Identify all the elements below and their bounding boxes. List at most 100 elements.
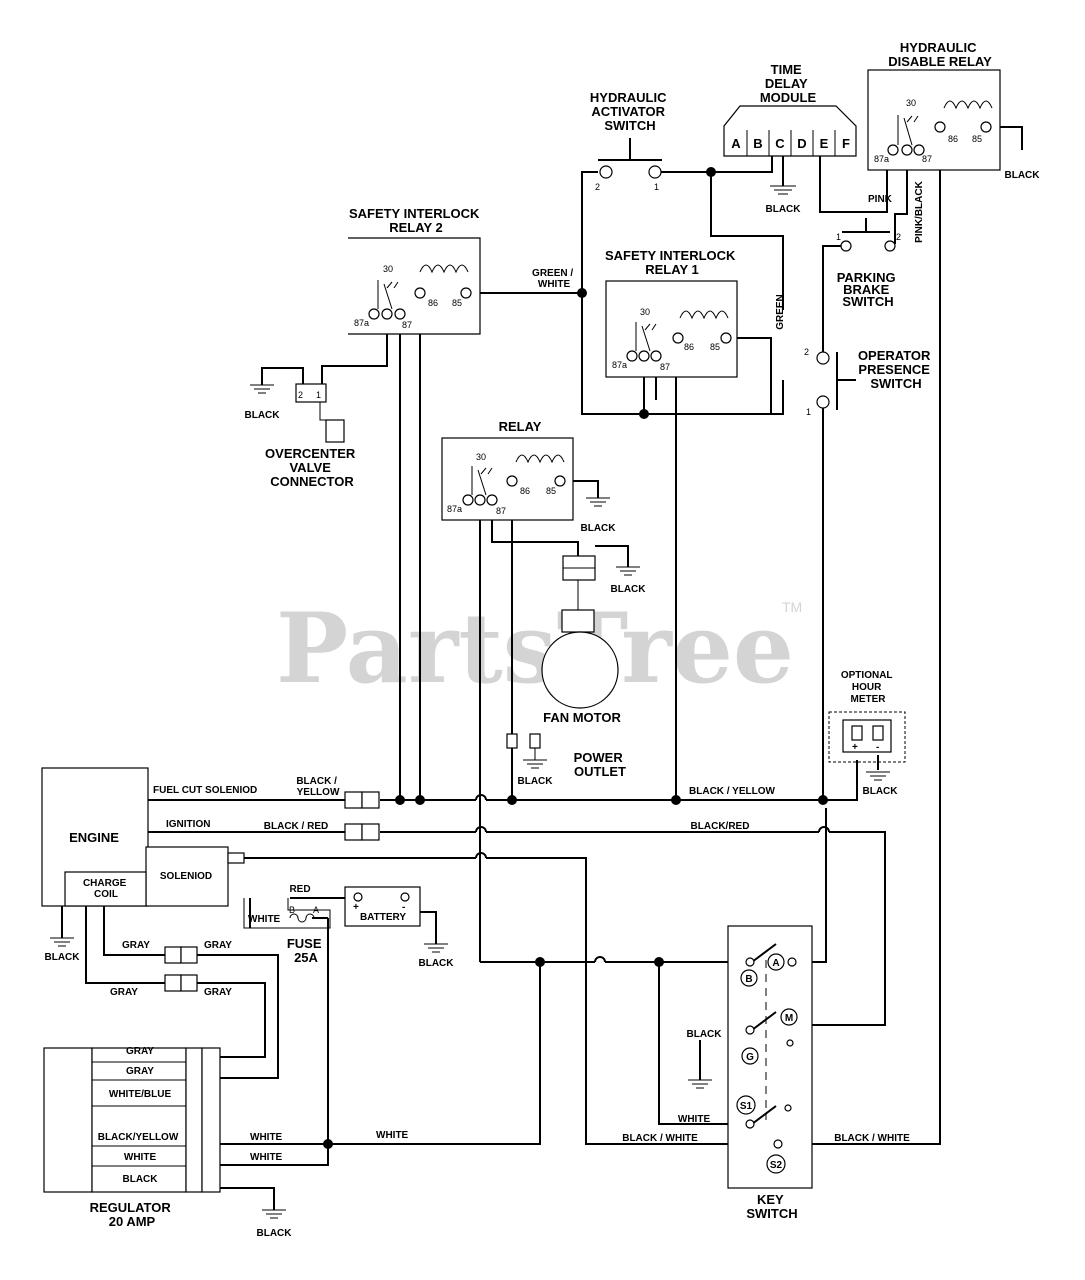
wire-label-white: WHITE	[250, 1152, 283, 1163]
hour-meter-terminal	[851, 725, 863, 741]
relay-contact-icon	[897, 115, 919, 146]
wire-black-red	[148, 831, 886, 1026]
solenoid-label: SOLENIOD	[160, 871, 212, 882]
fuse-holder-outline	[243, 898, 331, 929]
wire-solenoid-fuse	[249, 897, 345, 928]
time-delay-module-label-line1: TIME	[771, 62, 802, 77]
key-terminal-b-marker	[740, 969, 758, 987]
time-delay-module-label: TIME DELAY MODULE	[760, 62, 817, 105]
operator-presence-switch-label-line3: SWITCH	[870, 376, 921, 391]
wire-relay2-30-to-connector	[321, 316, 388, 388]
inline-connector	[361, 823, 380, 841]
key-terminal-m-marker	[780, 1008, 798, 1026]
safety-interlock-relay-2-label: SAFETY INTERLOCK RELAY 2	[349, 206, 483, 235]
switch-actuator-icon	[836, 352, 856, 410]
pin-87a-label: 87a	[612, 360, 627, 370]
switch-terminal	[816, 395, 830, 409]
battery-label: BATTERY	[360, 912, 406, 923]
wire-label-black: BLACK	[518, 776, 554, 787]
optional-hour-meter-label-line3: METER	[851, 694, 887, 705]
safety-interlock-relay-1: SAFETY INTERLOCK RELAY 1 30 87a 87 86 85	[605, 248, 738, 378]
fuse-and-battery: B A WHITE RED FUSE 25A + - BATTERY BLACK	[243, 884, 454, 969]
fuse-label: FUSE 25A	[287, 936, 325, 965]
wires	[61, 124, 1023, 1210]
wire-label-green-white-line2: WHITE	[538, 279, 571, 290]
relay-coil-icon	[943, 100, 993, 110]
hydraulic-activator-switch-label-line1: HYDRAULIC	[590, 90, 667, 105]
time-delay-module-label-line2: DELAY	[765, 76, 808, 91]
hydraulic-activator-switch: HYDRAULIC ACTIVATOR SWITCH 2 1	[590, 90, 667, 192]
regulator-plug	[185, 1047, 203, 1193]
inline-connectors	[164, 791, 380, 992]
wire-pink-black	[894, 158, 908, 244]
ignition-label: IGNITION	[166, 819, 210, 830]
wire-label-red: RED	[289, 884, 310, 895]
ground-icon	[586, 497, 610, 507]
switch-pin-2-label: 2	[595, 182, 600, 192]
inline-connector	[164, 974, 182, 992]
relay-contact-icon	[471, 466, 493, 496]
inline-connector	[180, 974, 198, 992]
relay-terminal	[934, 121, 946, 133]
regulator-plug	[201, 1047, 221, 1193]
wire-label-black-yellow-line1: BLACK /	[296, 776, 337, 787]
optional-hour-meter: OPTIONAL HOUR METER + - BLACK	[828, 670, 906, 797]
time-delay-module-box	[723, 105, 857, 157]
wire-label-black: BLACK	[611, 584, 647, 595]
parking-brake-switch: 1 2 PARKING BRAKE SWITCH	[836, 218, 901, 309]
relay-terminal	[474, 494, 486, 506]
regulator-pin-white: WHITE	[124, 1152, 157, 1163]
pin-87-label: 87	[660, 362, 670, 372]
power-outlet-label: POWER OUTLET	[574, 750, 627, 779]
watermark-brand: PartsTree	[276, 592, 794, 705]
wire-label-gray: GRAY	[122, 940, 150, 951]
inline-connector	[361, 791, 380, 809]
wire-label-black: BLACK	[45, 952, 81, 963]
fan-motor-label: FAN MOTOR	[543, 710, 621, 725]
key-terminal-s2: S2	[770, 1160, 783, 1171]
key-switch-contact	[745, 957, 755, 967]
key-switch-contact	[773, 1139, 783, 1149]
junction-dot	[323, 1139, 333, 1149]
operator-presence-switch-label-line1: OPERATOR	[858, 348, 931, 363]
hydraulic-activator-switch-label-line2: ACTIVATOR	[591, 104, 665, 119]
relay-terminal	[368, 308, 380, 320]
regulator-label-panel	[91, 1047, 187, 1193]
relay-terminal	[638, 350, 650, 362]
junction-dot	[507, 795, 517, 805]
wire-label-pink-black: PINK/BLACK	[914, 180, 925, 242]
relay-terminal	[460, 287, 472, 299]
battery-neg-label: -	[402, 902, 405, 913]
wire-relay1-85	[730, 337, 772, 414]
wire-label-white: WHITE	[250, 1132, 283, 1143]
module-terminal-c: C	[775, 136, 785, 151]
wire-label-green-white: GREEN / WHITE	[532, 268, 576, 290]
regulator-pin-gray-1: GRAY	[126, 1046, 154, 1057]
key-switch-contact	[745, 1119, 755, 1129]
pin-30-label: 30	[476, 452, 486, 462]
relay-terminal	[486, 494, 498, 506]
pin-86-label: 86	[684, 342, 694, 352]
hour-meter-dashed-outline	[828, 711, 906, 763]
ground-icon	[523, 748, 547, 769]
relay-terminal	[672, 332, 684, 344]
pin-87-label: 87	[496, 506, 506, 516]
engine: ENGINE FUEL CUT SOLENIOD IGNITION SOLENI…	[41, 767, 257, 963]
relay-label: RELAY	[499, 419, 542, 434]
safety-interlock-relay-1-box	[605, 280, 738, 378]
ground-icon	[616, 566, 640, 576]
wire-label-black: BLACK	[766, 204, 802, 215]
regulator-label-line2: 20 AMP	[109, 1214, 156, 1229]
wire-label-gray: GRAY	[204, 940, 232, 951]
inline-connector	[344, 791, 363, 809]
switch-terminal	[840, 240, 852, 252]
overcenter-valve-connector-label: OVERCENTER VALVE CONNECTOR	[265, 446, 359, 489]
connector-pin-1-label: 1	[316, 390, 321, 400]
connector-plug	[325, 419, 345, 443]
wire-white-to-s1	[658, 962, 750, 1125]
module-terminal-a: A	[731, 136, 741, 151]
pin-30-label: 30	[906, 98, 916, 108]
relay-terminal	[901, 144, 913, 156]
optional-hour-meter-label-line1: OPTIONAL	[841, 670, 893, 681]
wire-label-black: BLACK	[581, 523, 617, 534]
